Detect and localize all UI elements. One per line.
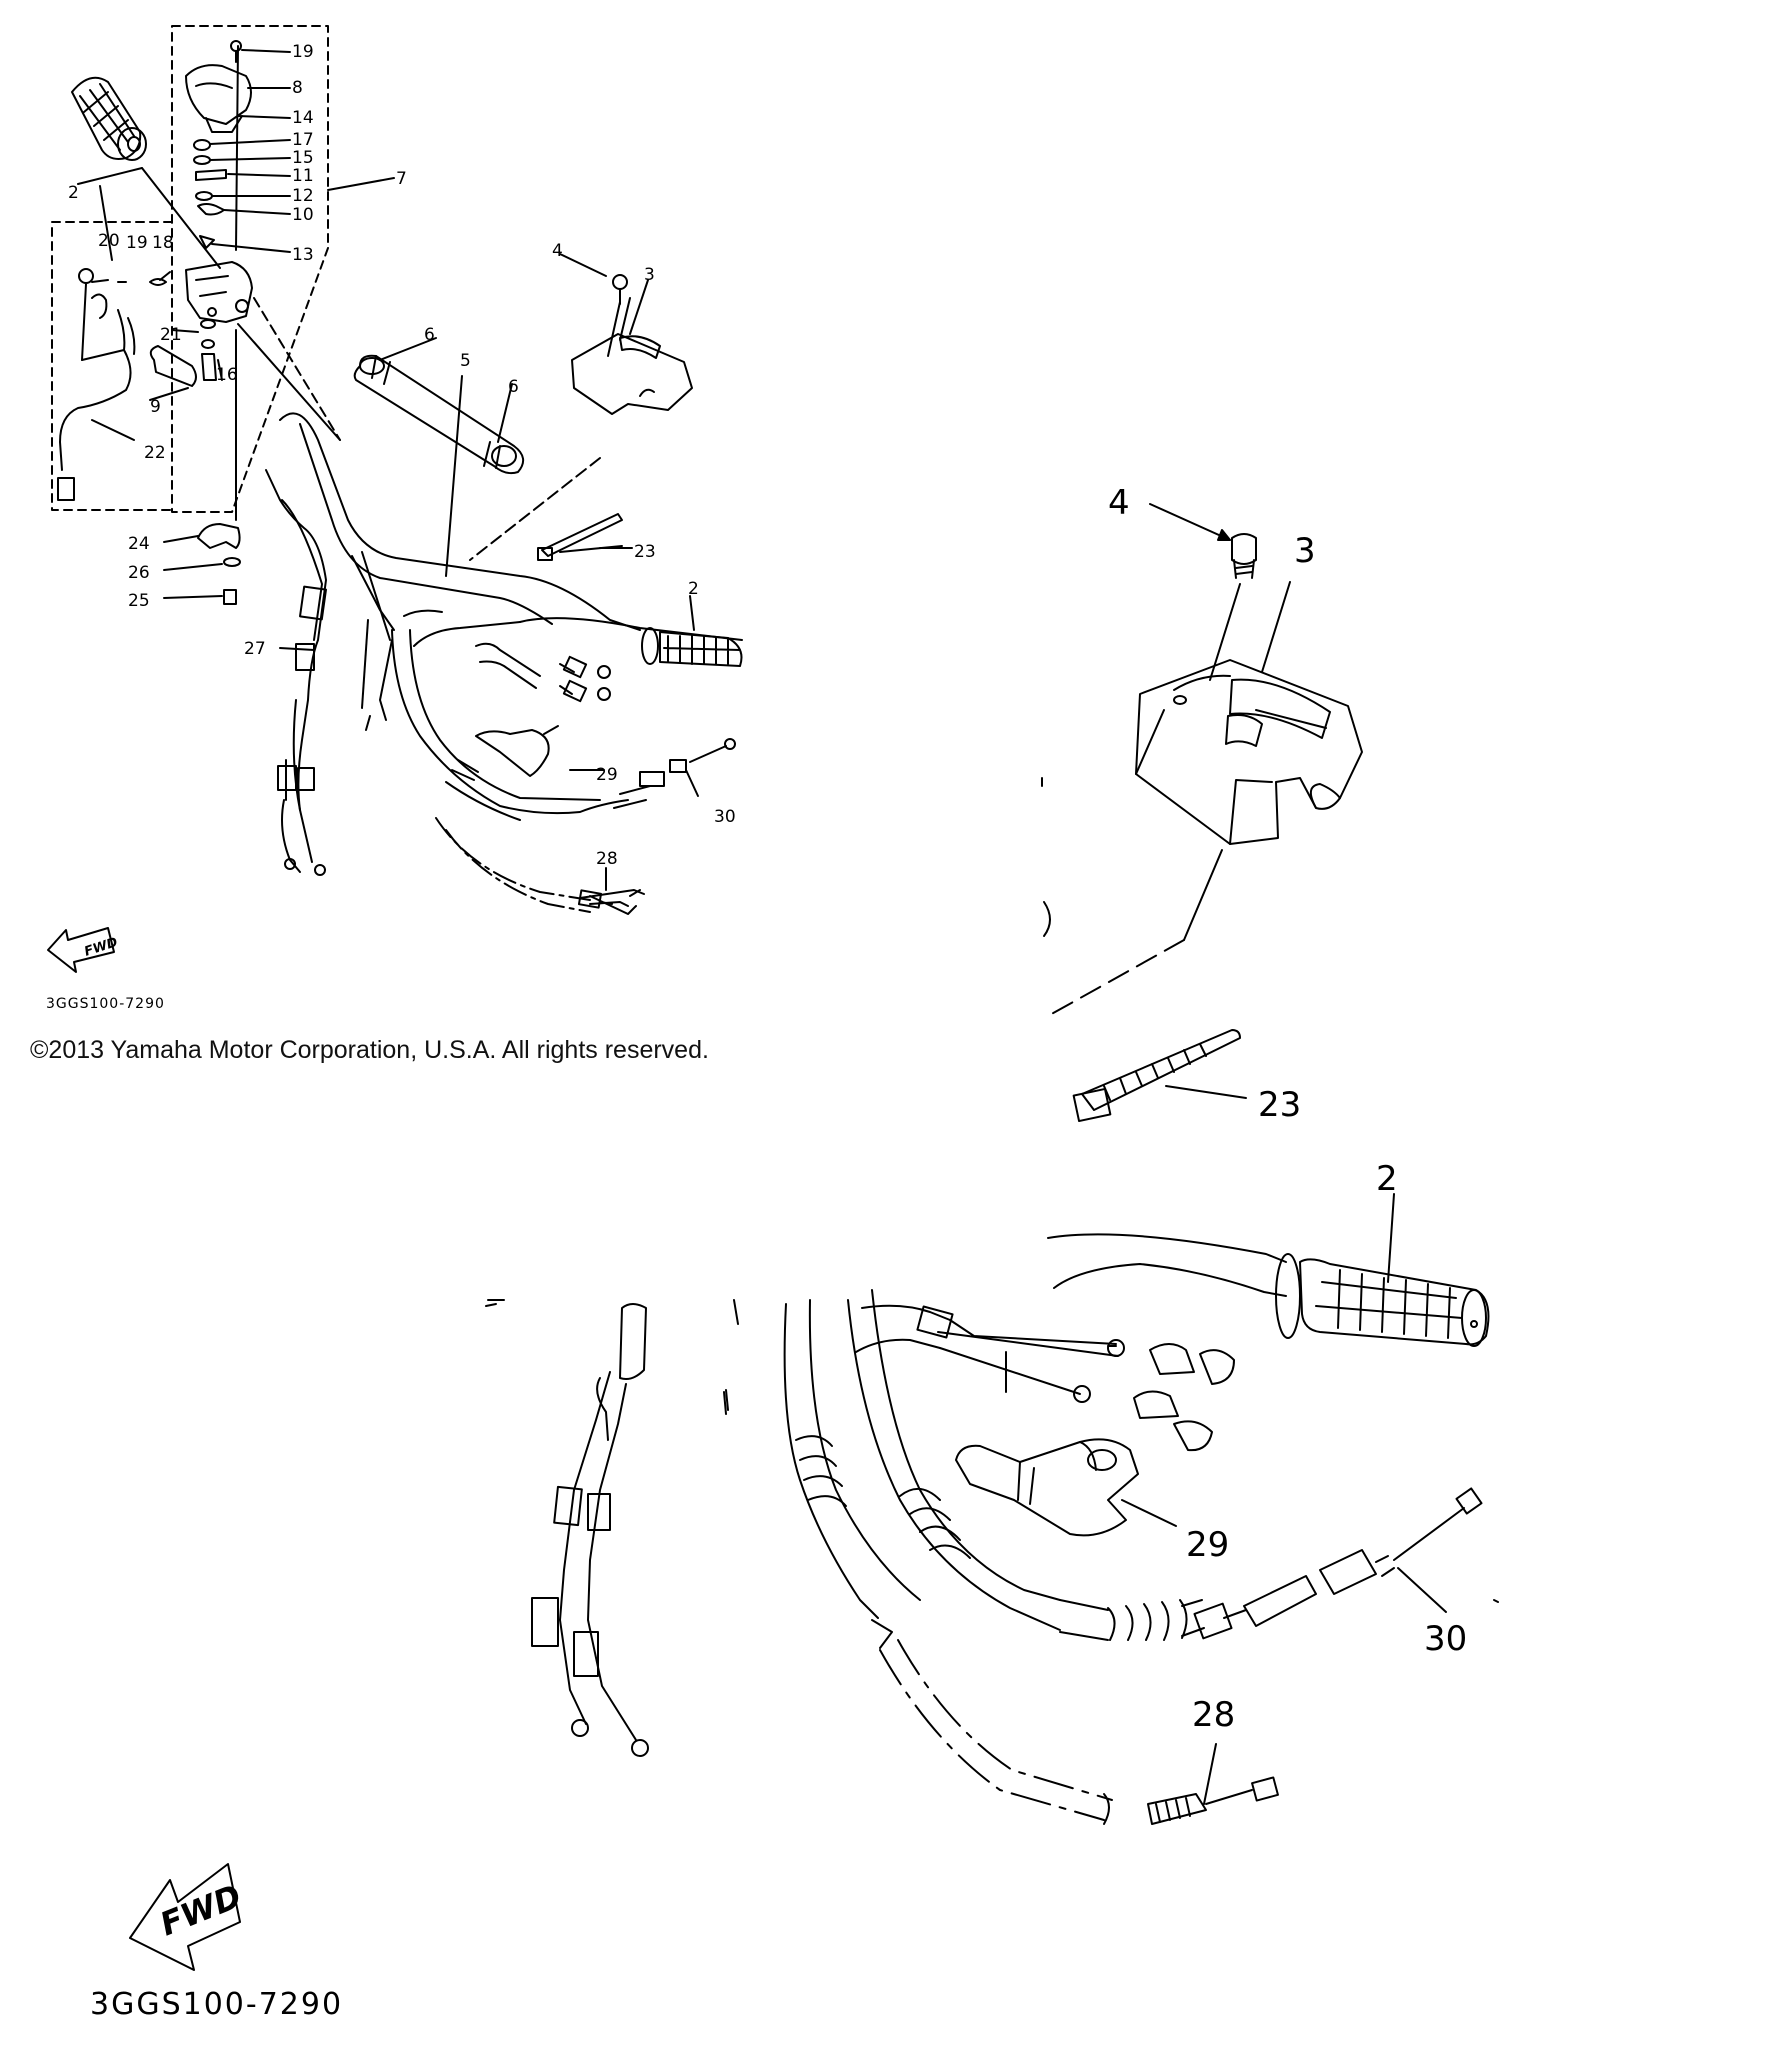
detail-throttle-cable-30 (1193, 1487, 1483, 1640)
fwd-text-detail: FWD (155, 1877, 247, 1944)
label-21: 21 (160, 325, 182, 345)
detail-label-2: 2 (1376, 1159, 1398, 1199)
detail-brake-cable (723, 1289, 1205, 1825)
detail-bar-cover (1135, 581, 1363, 941)
label-17: 17 (292, 130, 314, 150)
copyright-notice: ©2013 Yamaha Motor Corporation, U.S.A. A… (30, 1036, 709, 1064)
label-19-top: 19 (292, 42, 314, 62)
lower-bracket (197, 523, 241, 605)
label-29: 29 (596, 765, 618, 785)
label-2-right-grip: 2 (688, 579, 699, 599)
label-26: 26 (128, 563, 150, 583)
small-parts-stack (193, 139, 227, 249)
detail-label-group: 4 3 23 2 29 30 28 (1108, 483, 1467, 1735)
label-13: 13 (292, 245, 314, 265)
label-7: 7 (396, 169, 407, 189)
switch-assembly-outline (51, 25, 329, 513)
label-30: 30 (714, 807, 736, 827)
detail-cable-tie (1072, 1029, 1247, 1123)
diagram-code-overview: 3GGS100-7290 (46, 996, 165, 1012)
label-18: 18 (152, 233, 174, 253)
label-20: 20 (98, 231, 120, 251)
label-6-right: 6 (508, 377, 519, 397)
overview-label-group: 19 8 14 17 15 11 12 10 7 13 2 20 19 18 2… (68, 42, 736, 869)
detail-clutch-switch (1147, 1743, 1279, 1825)
overview-leader-lines (77, 45, 395, 651)
stray-marks (1107, 1345, 1499, 1603)
fwd-arrow-overview (47, 927, 115, 973)
switch-wire (57, 309, 136, 501)
label-2-left-grip: 2 (68, 183, 79, 203)
detail-handlebar (1047, 1193, 1490, 1347)
label-3: 3 (644, 265, 655, 285)
overview-leader-lines-2 (379, 253, 695, 631)
switch-cover (185, 40, 252, 133)
detail-label-28: 28 (1192, 1695, 1235, 1735)
label-24: 24 (128, 534, 150, 554)
cables-overview (265, 469, 736, 915)
detail-label-29: 29 (1186, 1525, 1229, 1565)
throttle-grip-overview (353, 354, 525, 475)
detail-throttle-cables (855, 1304, 1235, 1452)
label-27: 27 (244, 639, 266, 659)
detail-label-30: 30 (1424, 1619, 1467, 1659)
label-10: 10 (292, 205, 314, 225)
label-5: 5 (460, 351, 471, 371)
label-4: 4 (552, 241, 563, 261)
label-28: 28 (596, 849, 618, 869)
label-11: 11 (292, 166, 314, 186)
label-16: 16 (216, 365, 238, 385)
detail-brake-switch (955, 1438, 1177, 1537)
choke-lever (149, 319, 217, 387)
label-15: 15 (292, 148, 314, 168)
handlebar-overview (279, 412, 641, 731)
fwd-arrow-detail (129, 1863, 241, 1971)
bar-cover-overview (571, 274, 693, 415)
switch-housing (78, 261, 253, 323)
detail-label-4: 4 (1108, 483, 1130, 523)
detail-bolt (1149, 503, 1257, 681)
label-12: 12 (292, 186, 314, 206)
label-14: 14 (292, 108, 314, 128)
cable-tie-overview (537, 513, 623, 561)
right-grip-overview (519, 617, 743, 667)
detail-label-23: 23 (1258, 1085, 1301, 1125)
label-25: 25 (128, 591, 150, 611)
diagram-code-detail: 3GGS100-7290 (90, 1987, 343, 2022)
left-grip (71, 76, 147, 161)
detail-double-cable (485, 1299, 729, 1757)
label-22: 22 (144, 443, 166, 463)
label-23: 23 (634, 542, 656, 562)
label-9: 9 (150, 397, 161, 417)
detail-partial-arc (1041, 777, 1185, 1017)
label-8: 8 (292, 78, 303, 98)
detail-label-3: 3 (1294, 531, 1316, 571)
label-19-side: 19 (126, 233, 148, 253)
label-6-left: 6 (424, 325, 435, 345)
